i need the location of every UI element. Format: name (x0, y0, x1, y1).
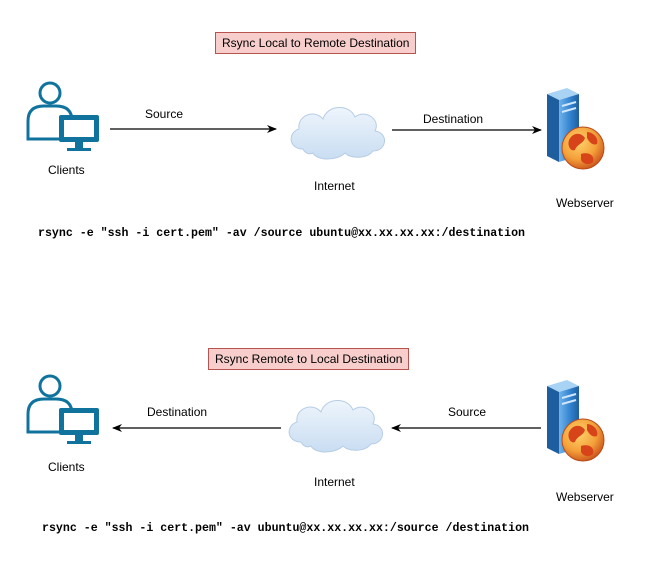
destination-label: Destination (423, 112, 484, 126)
user-computer-icon (26, 81, 101, 153)
cloud-icon (290, 106, 386, 160)
server-globe-icon (546, 87, 605, 170)
source-label: Source (448, 405, 487, 419)
server-globe-icon (546, 379, 605, 462)
webserver-label: Webserver (556, 490, 614, 504)
source-label: Source (145, 107, 184, 121)
rsync-command: rsync -e "ssh -i cert.pem" -av ubuntu@xx… (42, 522, 530, 535)
panel-2-title: Rsync Remote to Local Destination (208, 348, 410, 370)
panel-1-graphics (26, 81, 605, 170)
panel-1-title: Rsync Local to Remote Destination (215, 32, 417, 54)
clients-label: Clients (48, 460, 85, 474)
clients-label: Clients (48, 163, 85, 177)
rsync-command: rsync -e "ssh -i cert.pem" -av /source u… (38, 227, 526, 240)
internet-label: Internet (314, 179, 355, 193)
destination-label: Destination (147, 405, 208, 419)
panel-2-graphics (26, 374, 605, 462)
cloud-icon (288, 399, 384, 453)
internet-label: Internet (314, 475, 355, 489)
webserver-label: Webserver (556, 196, 614, 210)
user-computer-icon (26, 374, 101, 446)
